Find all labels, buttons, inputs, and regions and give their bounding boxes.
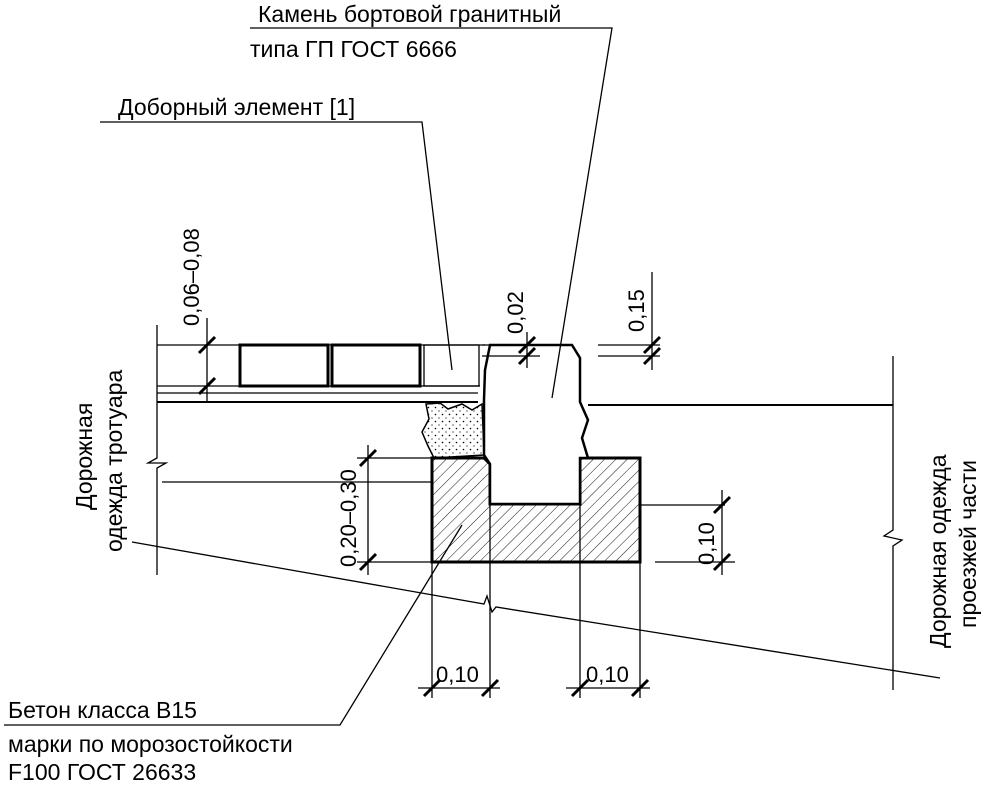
curb-stone-label-line1: Камень бортовой гранитный: [258, 1, 561, 27]
curb-stone-label-line2: типа ГП ГОСТ 6666: [250, 36, 457, 62]
dim-curb-height: 0,15: [598, 272, 662, 370]
dim-gap: 0,02: [482, 291, 555, 368]
sidewalk-label-line2: одежда тротуара: [101, 370, 127, 552]
crushed-stone-fill: [421, 402, 485, 459]
road-label-line2: проезжей части: [955, 460, 981, 628]
road-label-line1: Дорожная одежда: [925, 454, 951, 648]
paving-tiles: [238, 343, 480, 388]
roadway-pavement: [588, 356, 904, 690]
concrete-label-line1: Бетон класса В15: [8, 697, 197, 723]
sidewalk-label-line1: Дорожная: [71, 403, 97, 510]
dim-base-thickness-label: 0,10: [694, 522, 719, 565]
dim-left-width-label: 0,10: [436, 662, 479, 687]
granite-curb-stone: [482, 343, 590, 506]
dim-foundation-depth-label: 0,20–0,30: [336, 469, 361, 567]
dim-top-layer-label: 0,06–0,08: [179, 228, 204, 326]
dim-top-layer: 0,06–0,08: [179, 228, 217, 402]
dim-curb-height-label: 0,15: [624, 289, 649, 332]
dim-right-width: 0,10: [566, 504, 650, 698]
dim-foundation-depth: 0,20–0,30: [162, 445, 432, 575]
extra-element-label: Доборный элемент [1]: [118, 94, 355, 120]
concrete-label-line3: F100 ГОСТ 26633: [8, 759, 196, 785]
dim-gap-label: 0,02: [503, 291, 528, 334]
dim-base-thickness: 0,10: [655, 490, 735, 575]
dim-left-width: 0,10: [418, 504, 500, 698]
concrete-label-line2: марки по морозостойкости: [8, 731, 293, 757]
leader-lines: [4, 27, 613, 726]
extra-element-block: [423, 344, 480, 387]
dim-right-width-label: 0,10: [586, 662, 629, 687]
